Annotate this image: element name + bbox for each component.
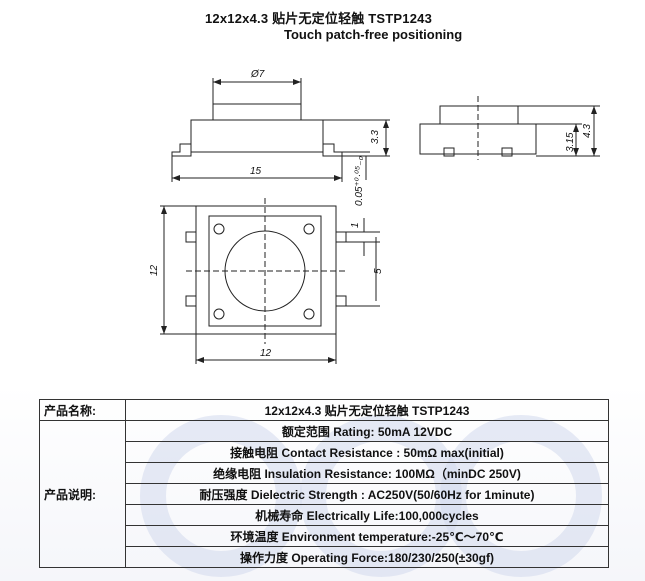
spec-contact-resistance: 接触电阻 Contact Resistance : 50mΩ max(initi… — [125, 441, 609, 463]
desc-label: 产品说明: — [39, 420, 126, 568]
spec-row-name: 产品名称: 12x12x4.3 贴片无定位轻触 TSTP1243 — [39, 399, 609, 421]
spec-electrical-life: 机械寿命 Electrically Life:100,000cycles — [125, 504, 609, 526]
dim-side-height-c: 4.3 — [582, 124, 593, 138]
dim-side-height-a: 3.3 — [370, 130, 381, 144]
spec-table: 产品名称: 12x12x4.3 贴片无定位轻触 TSTP1243 产品说明: 额… — [39, 399, 609, 568]
dim-plan-height: 12 — [149, 264, 160, 276]
dim-plan-width: 12 — [260, 348, 272, 359]
name-label: 产品名称: — [39, 399, 126, 421]
dim-side-height-b: 3.15 — [565, 132, 576, 152]
spec-section: 产品名称: 12x12x4.3 贴片无定位轻触 TSTP1243 产品说明: 额… — [0, 385, 645, 581]
spec-environment-temperature: 环境温度 Environment temperature:-25℃～70℃ — [125, 525, 609, 547]
dim-side-width: 15 — [250, 166, 262, 177]
dim-terminal-width: 1 — [350, 222, 361, 228]
spec-row: 产品说明: 额定范围 Rating: 50mA 12VDC — [39, 420, 609, 568]
spec-insulation-resistance: 绝缘电阻 Insulation Resistance: 100MΩ（minDC … — [125, 462, 609, 484]
spec-row: 环境温度 Environment temperature:-25℃～70℃ — [40, 525, 609, 547]
dim-tolerance: 0.05⁺⁰·⁰⁵₋₀ — [354, 156, 365, 206]
arrowheads — [161, 79, 597, 363]
title-block: 12x12x4.3 贴片无定位轻触 TSTP1243 Touch patch-f… — [0, 0, 645, 50]
dimension-drawing: Ø7 3.3 15 3.15 4.3 0.05⁺⁰·⁰⁵₋₀ 12 12 1 5 — [149, 69, 600, 364]
spec-dielectric-strength: 耐压强度 Dielectric Strength : AC250V(50/60H… — [125, 483, 609, 505]
side-view — [171, 78, 390, 182]
spec-row: 接触电阻 Contact Resistance : 50mΩ max(initi… — [40, 441, 609, 463]
spec-row: 耐压强度 Dielectric Strength : AC250V(50/60H… — [40, 483, 609, 505]
dim-terminal-pitch: 5 — [373, 268, 384, 274]
spec-row: 机械寿命 Electrically Life:100,000cycles — [40, 504, 609, 526]
name-value: 12x12x4.3 贴片无定位轻触 TSTP1243 — [125, 399, 609, 421]
plan-view — [160, 198, 380, 364]
product-subtitle: Touch patch-free positioning — [284, 27, 463, 42]
spec-row: 绝缘电阻 Insulation Resistance: 100MΩ（minDC … — [40, 462, 609, 484]
dim-top-diameter: Ø7 — [250, 69, 265, 80]
spec-rating: 额定范围 Rating: 50mA 12VDC — [125, 420, 609, 442]
product-title: 12x12x4.3 贴片无定位轻触 TSTP1243 — [205, 11, 433, 26]
spec-row: 操作力度 Operating Force:180/230/250(±30gf) — [40, 546, 609, 568]
spec-operating-force: 操作力度 Operating Force:180/230/250(±30gf) — [125, 546, 609, 568]
